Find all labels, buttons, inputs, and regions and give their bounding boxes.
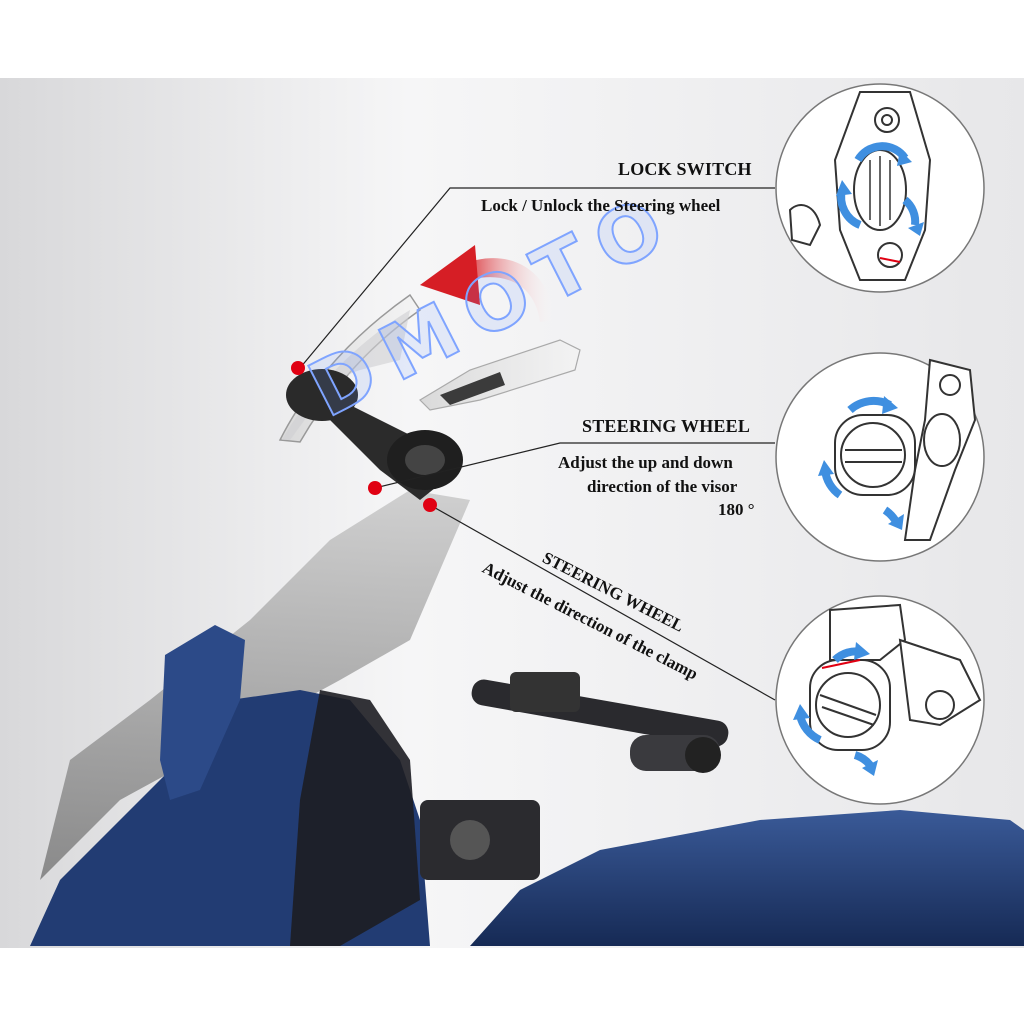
lock-switch-title: LOCK SWITCH xyxy=(618,159,752,179)
lock-switch-description: Lock / Unlock the Steering wheel xyxy=(481,196,721,215)
windshield xyxy=(40,490,470,880)
visor-mount xyxy=(330,400,463,500)
lock-arrow-3 xyxy=(902,196,920,226)
visor-clamp xyxy=(286,369,358,421)
steering-wheel-visor-title: STEERING WHEEL xyxy=(582,416,751,436)
marker-dot-lock xyxy=(291,361,305,375)
marker-dot-clamp xyxy=(423,498,437,512)
handlebar xyxy=(420,672,729,880)
rotation-arrow xyxy=(420,245,555,322)
marker-dot-visor xyxy=(368,481,382,495)
detail-circle-clamp xyxy=(775,595,985,805)
detail-circle-visor xyxy=(775,352,985,562)
steering-wheel-visor-description-line1: Adjust the up and down xyxy=(558,453,733,472)
fuel-tank xyxy=(470,810,1024,946)
mirror xyxy=(160,625,245,800)
detail-circle-lock xyxy=(775,83,985,293)
leader-lines xyxy=(299,187,776,701)
steering-wheel-visor-description-line2: direction of the visor xyxy=(587,477,738,496)
dashboard-panel xyxy=(290,690,420,946)
steering-wheel-visor-angle: 180 ° xyxy=(718,500,755,519)
